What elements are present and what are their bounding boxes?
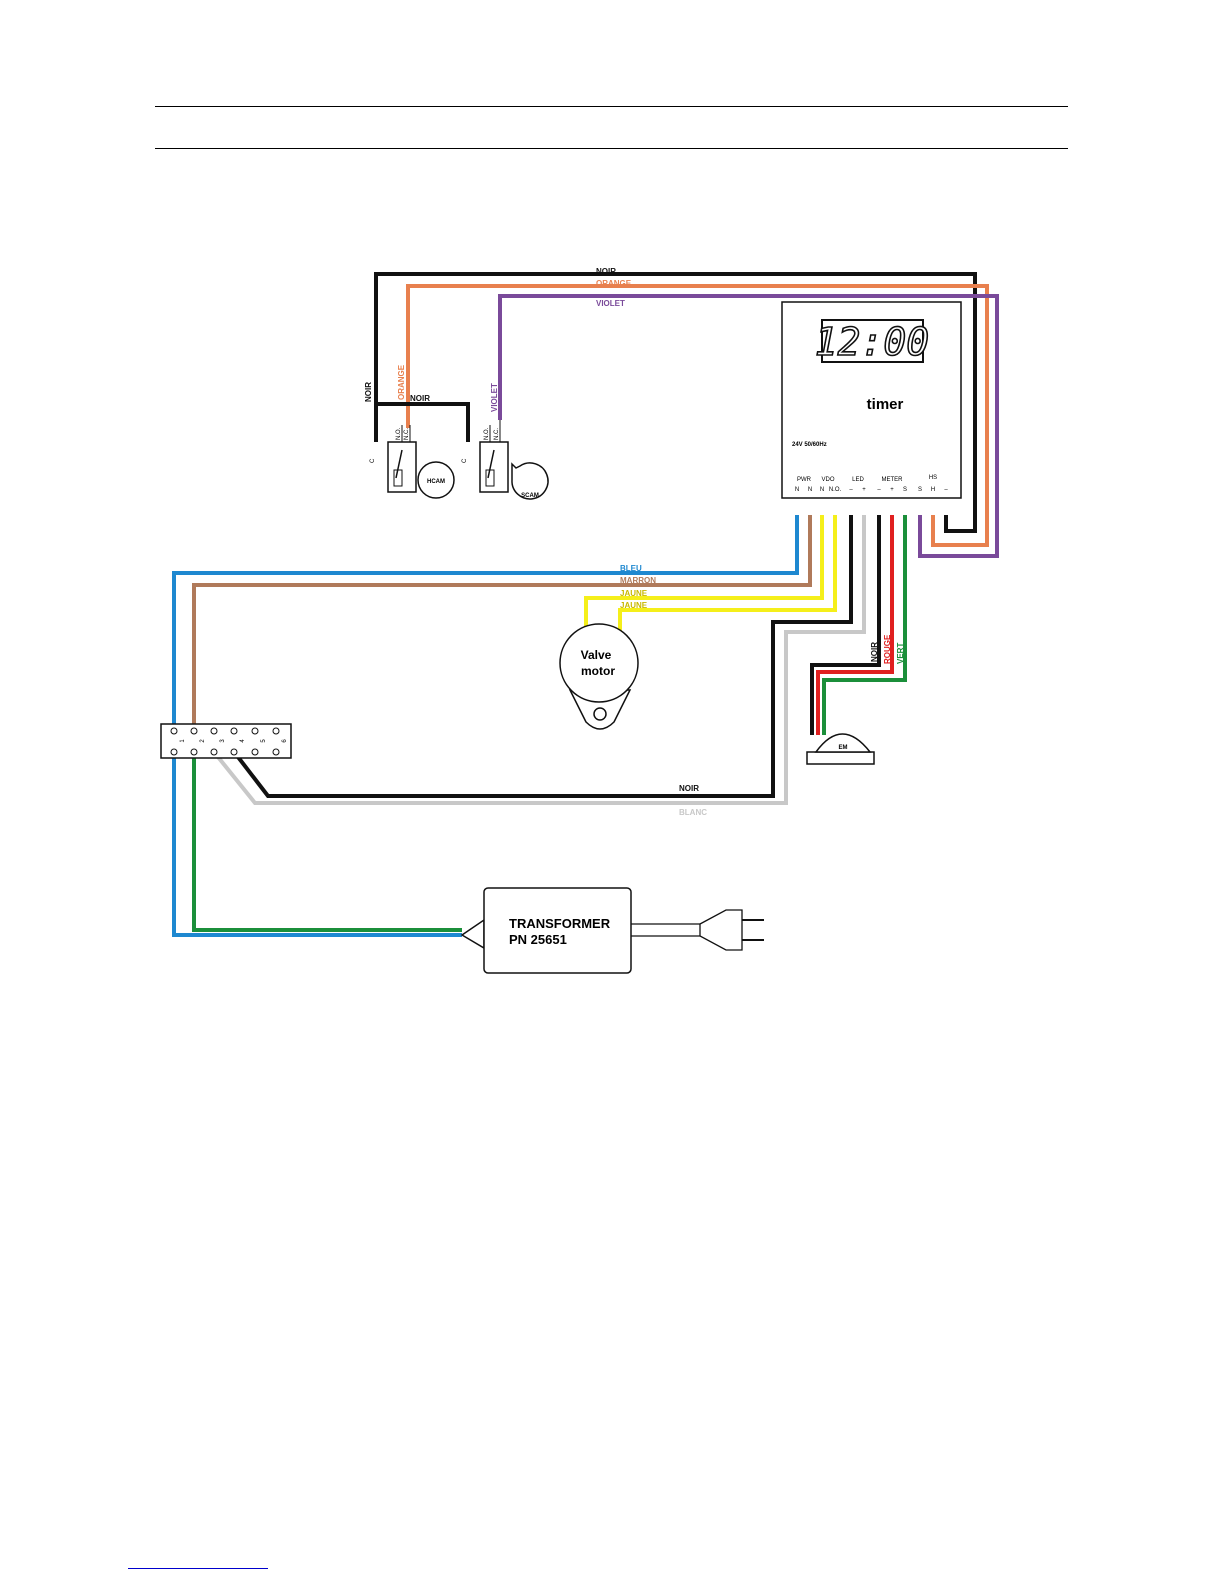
hcam-nc-label: N.C. [404, 428, 410, 440]
label-violet-left: VIOLET [490, 383, 499, 412]
meter-em: EM [807, 734, 874, 764]
label-blanc: BLANC [679, 808, 707, 817]
wire-noir-switch [376, 404, 468, 442]
transformer-line1: TRANSFORMER [509, 916, 611, 931]
label-noir-top: NOIR [596, 267, 616, 276]
scam-nc-label: N.C. [494, 428, 500, 440]
group-hs: HS [929, 475, 937, 481]
scam-c-label: C [462, 458, 468, 463]
group-meter: METER [882, 477, 904, 483]
wire-noir-led [238, 515, 851, 796]
pin-led-plus: + [862, 487, 866, 493]
scam-switch: SCAM C N.O. N.C. [462, 420, 548, 499]
label-jaune-2: JAUNE [620, 601, 648, 610]
label-vert: VERT [896, 643, 905, 664]
valve-line1: Valve [581, 648, 612, 662]
transformer-line2: PN 25651 [509, 932, 567, 947]
scam-label: SCAM [521, 493, 539, 499]
wire-marron [194, 515, 810, 732]
wire-bleu [174, 515, 797, 732]
label-noir-meter: NOIR [870, 642, 879, 662]
label-noir-left: NOIR [364, 382, 373, 402]
transformer: TRANSFORMER PN 25651 [462, 888, 764, 973]
label-marron: MARRON [620, 576, 656, 585]
pin-vdo-no: N.O. [829, 487, 842, 493]
meter-label: EM [839, 745, 848, 751]
label-noir-bottom: NOIR [679, 784, 699, 793]
group-pwr: PWR [797, 477, 812, 483]
valve-line2: motor [581, 664, 615, 678]
pin-hs-s: S [918, 487, 922, 493]
label-noir-switch: NOIR [410, 394, 430, 403]
pin-pwr-n2: N [808, 487, 812, 493]
scam-no-label: N.O. [484, 427, 490, 440]
wire-blanc [218, 515, 864, 803]
hcam-label: HCAM [427, 479, 445, 485]
hcam-switch: HCAM C N.O. N.C. [370, 425, 454, 498]
group-vdo: VDO [821, 477, 834, 483]
timer-display: 12:00 [815, 320, 929, 364]
timer-title: timer [867, 396, 904, 413]
group-led: LED [852, 477, 864, 483]
label-jaune-1: JAUNE [620, 589, 648, 598]
valve-motor: Valve motor [560, 624, 638, 729]
label-orange-top: ORANGE [596, 279, 632, 288]
label-violet-top: VIOLET [596, 299, 625, 308]
pin-meter-s: S [903, 487, 907, 493]
hcam-no-label: N.O. [396, 427, 402, 440]
timer-unit: 12:00 timer 24V 50/60Hz PWR VDO LED METE… [782, 302, 961, 498]
pin-vdo-n: N [820, 487, 824, 493]
label-rouge: ROUGE [883, 634, 892, 664]
timer-voltage: 24V 50/60Hz [792, 442, 827, 448]
label-orange-left: ORANGE [397, 364, 406, 400]
pin-hs-h: H [931, 487, 935, 493]
wire-bleu-transformer [174, 757, 462, 935]
label-bleu: BLEU [620, 564, 642, 573]
terminal-block: 1 2 3 4 5 6 [161, 724, 291, 758]
wire-vert-transformer [194, 757, 462, 930]
pin-pwr-n1: N [795, 487, 799, 493]
hcam-c-label: C [370, 458, 376, 463]
pin-meter-plus: + [890, 487, 894, 493]
